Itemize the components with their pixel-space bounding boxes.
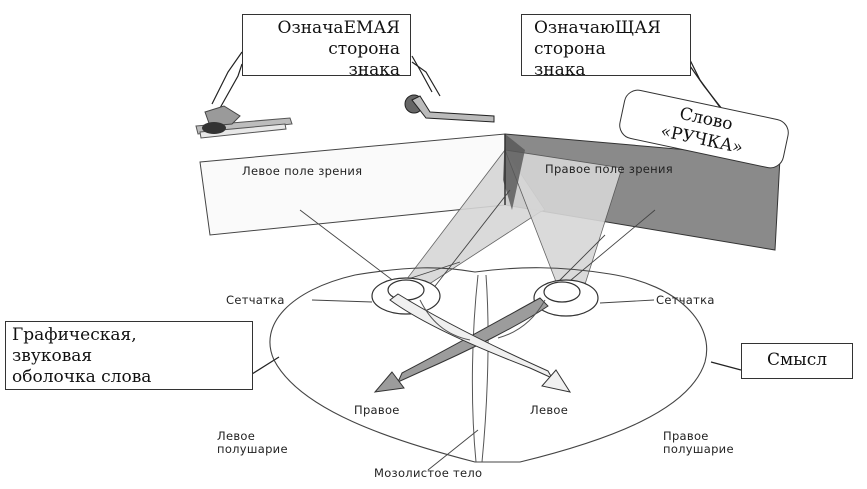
signified-line-3: знака: [253, 60, 400, 81]
corpus-callosum-label: Мозолистое тело: [374, 466, 482, 480]
left-hemisphere-label: Левое полушарие: [217, 430, 288, 456]
signifier-callout: ОзначаюЩАЯ сторона знака: [521, 14, 691, 76]
signifier-line-1: ОзначаюЩАЯ: [534, 18, 678, 39]
graphic-line-3: оболочка слова: [12, 367, 246, 388]
right-hemisphere-line-2: полушарие: [663, 443, 734, 456]
left-field-label: Левое поле зрения: [242, 164, 362, 178]
signified-line-2: сторона: [253, 39, 400, 60]
right-field-label: Правое поле зрения: [545, 162, 673, 176]
signified-callout: ОзначаЕМАЯ сторона знака: [242, 14, 411, 76]
signifier-line-3: знака: [534, 60, 678, 81]
graphic-line-1: Графическая,: [12, 325, 246, 346]
signified-line-1: ОзначаЕМАЯ: [253, 18, 400, 39]
signifier-line-2: сторона: [534, 39, 678, 60]
door-handle-icon: [405, 95, 494, 122]
retina-right-label: Сетчатка: [656, 293, 715, 307]
pens-icon: [196, 106, 292, 138]
retina-left-label: Сетчатка: [226, 293, 285, 307]
meaning-callout: Смысл: [741, 343, 853, 379]
label-leaders: [312, 300, 654, 470]
right-eye: [534, 280, 598, 316]
meaning-text: Смысл: [767, 350, 827, 370]
left-hemisphere-line-2: полушарие: [217, 443, 288, 456]
right-hemisphere-label: Правое полушарие: [663, 430, 734, 456]
graphic-callout: Графическая, звуковая оболочка слова: [5, 321, 253, 390]
graphic-line-2: звуковая: [12, 346, 246, 367]
right-center-label: Правое: [354, 403, 400, 417]
left-center-label: Левое: [530, 403, 568, 417]
